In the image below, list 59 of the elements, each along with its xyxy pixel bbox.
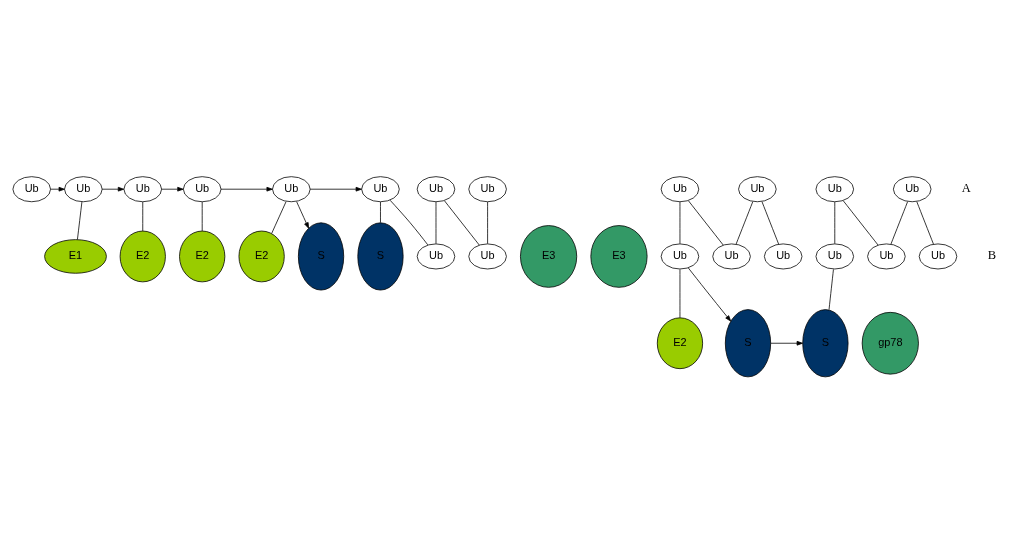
connector bbox=[761, 201, 779, 245]
connector bbox=[735, 201, 753, 245]
connector bbox=[443, 200, 480, 246]
node-ellipse: Ub bbox=[360, 176, 400, 203]
arrow bbox=[295, 201, 309, 229]
node-ellipse: Ub bbox=[63, 176, 103, 203]
connector bbox=[828, 269, 834, 311]
connector bbox=[201, 201, 203, 232]
node-ellipse: Ub bbox=[416, 176, 455, 203]
arrow bbox=[101, 186, 124, 192]
node-ellipse: E2 bbox=[238, 230, 285, 283]
connector bbox=[435, 201, 436, 245]
node-ellipse: Ub bbox=[815, 243, 854, 270]
node-ellipse: Ub bbox=[660, 176, 699, 203]
node-ellipse: Ub bbox=[866, 243, 906, 270]
connector bbox=[890, 201, 908, 245]
node-circle: gp78 bbox=[861, 311, 919, 375]
node-ellipse: Ub bbox=[892, 176, 931, 203]
arrow bbox=[160, 186, 184, 192]
node-ellipse: Ub bbox=[763, 243, 802, 270]
node-ellipse: E2 bbox=[656, 317, 703, 370]
connector bbox=[915, 201, 934, 245]
node-ellipse: Ub bbox=[416, 243, 455, 270]
node-ellipse: Ub bbox=[660, 243, 699, 270]
node-ellipse: Ub bbox=[271, 176, 311, 203]
node-ellipse: Ub bbox=[737, 176, 777, 203]
node-ellipse: S bbox=[801, 309, 848, 378]
node-ellipse: Ub bbox=[12, 176, 51, 203]
connector bbox=[679, 269, 680, 318]
arrow bbox=[687, 267, 731, 322]
node-ellipse: Ub bbox=[918, 243, 957, 270]
node-ellipse: S bbox=[356, 222, 404, 291]
connector bbox=[833, 201, 835, 245]
arrow bbox=[309, 186, 362, 192]
connector bbox=[679, 201, 680, 245]
label: B bbox=[987, 248, 996, 263]
node-circle: E3 bbox=[589, 225, 647, 288]
connector bbox=[389, 199, 428, 246]
connector bbox=[76, 201, 82, 240]
node-ellipse: Ub bbox=[467, 176, 507, 203]
arrow bbox=[220, 186, 273, 192]
connector bbox=[379, 201, 381, 223]
node-circle: E3 bbox=[519, 225, 577, 288]
node-ellipse: Ub bbox=[815, 176, 854, 203]
connector bbox=[687, 200, 724, 246]
node-ellipse: E2 bbox=[178, 230, 225, 283]
connector bbox=[270, 201, 286, 234]
node-ellipse: Ub bbox=[123, 176, 162, 203]
connector bbox=[486, 201, 488, 245]
label: A bbox=[961, 181, 971, 196]
node-ellipse: Ub bbox=[711, 243, 751, 270]
node-ellipse: Ub bbox=[467, 243, 507, 270]
arrow bbox=[769, 340, 803, 346]
node-ellipse: E1 bbox=[43, 239, 107, 274]
arrow bbox=[49, 186, 65, 192]
node-ellipse: E2 bbox=[119, 230, 166, 283]
node-ellipse: Ub bbox=[182, 176, 221, 203]
connector bbox=[141, 201, 143, 232]
connector bbox=[842, 200, 878, 246]
